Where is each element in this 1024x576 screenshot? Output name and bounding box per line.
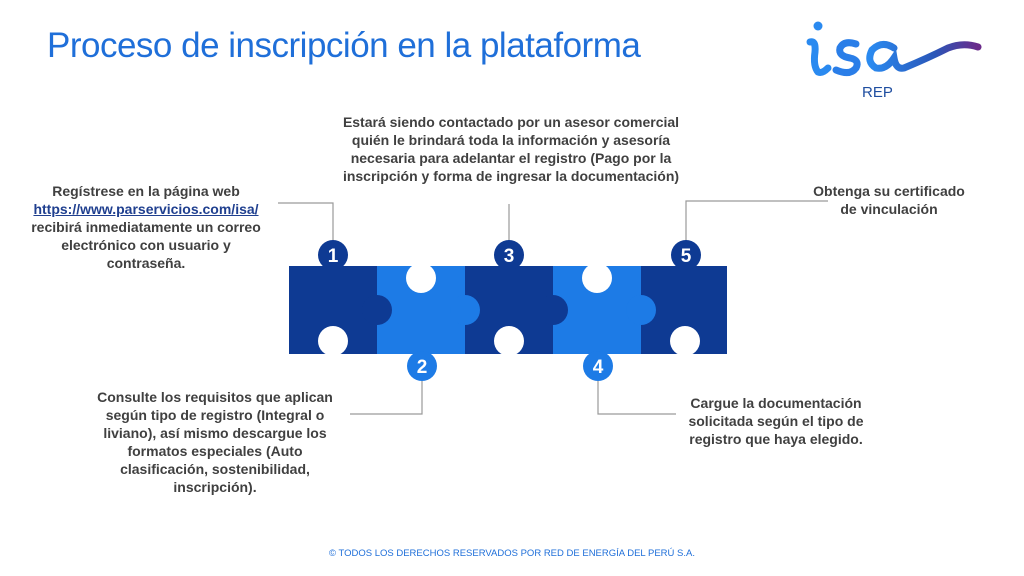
tab-2-3 <box>450 295 480 325</box>
step-5-description: Obtenga su certificado de vinculación <box>813 183 965 217</box>
step-1-text-before: Regístrese en la página web <box>52 183 240 199</box>
step-badge-3: 3 <box>494 240 524 270</box>
tab-1-2 <box>362 295 392 325</box>
tab-4-5 <box>626 295 656 325</box>
step-1-description: Regístrese en la página web https://www.… <box>30 182 262 272</box>
registration-link[interactable]: https://www.parservicios.com/isa/ <box>33 201 259 217</box>
notch-4-top <box>582 263 612 293</box>
step-badge-1: 1 <box>318 240 348 270</box>
step-badges: 1 2 3 4 5 <box>318 240 701 381</box>
connector-1 <box>278 202 334 241</box>
svg-text:1: 1 <box>328 246 339 267</box>
step-badge-5: 5 <box>671 240 701 270</box>
step-badge-2: 2 <box>407 351 437 381</box>
copyright-footer: © TODOS LOS DERECHOS RESERVADOS POR RED … <box>329 548 695 559</box>
tab-3-4 <box>538 295 568 325</box>
puzzle-strip <box>289 263 727 356</box>
svg-text:4: 4 <box>593 357 604 378</box>
notch-3-bottom <box>494 326 524 356</box>
notch-5-bottom <box>670 326 700 356</box>
notch-1-bottom <box>318 326 348 356</box>
isa-logo <box>806 21 982 77</box>
svg-text:3: 3 <box>504 246 515 267</box>
page-title: Proceso de inscripción en la plataforma <box>47 26 641 65</box>
svg-text:5: 5 <box>681 246 692 267</box>
notch-2-top <box>406 263 436 293</box>
svg-text:2: 2 <box>417 357 428 378</box>
step-4-description: Cargue la documentación solicitada según… <box>688 395 864 447</box>
connector-lines <box>278 200 828 415</box>
step-2-description: Consulte los requisitos que aplican segú… <box>97 389 333 495</box>
step-badge-4: 4 <box>583 351 613 381</box>
connector-2 <box>350 381 423 415</box>
step-1-text-after: recibirá inmediatamente un correo electr… <box>31 219 261 271</box>
connector-4 <box>597 381 676 415</box>
logo-subtitle: REP <box>862 84 893 101</box>
step-3-description: Estará siendo contactado por un asesor c… <box>342 114 680 184</box>
connector-5 <box>685 200 828 241</box>
